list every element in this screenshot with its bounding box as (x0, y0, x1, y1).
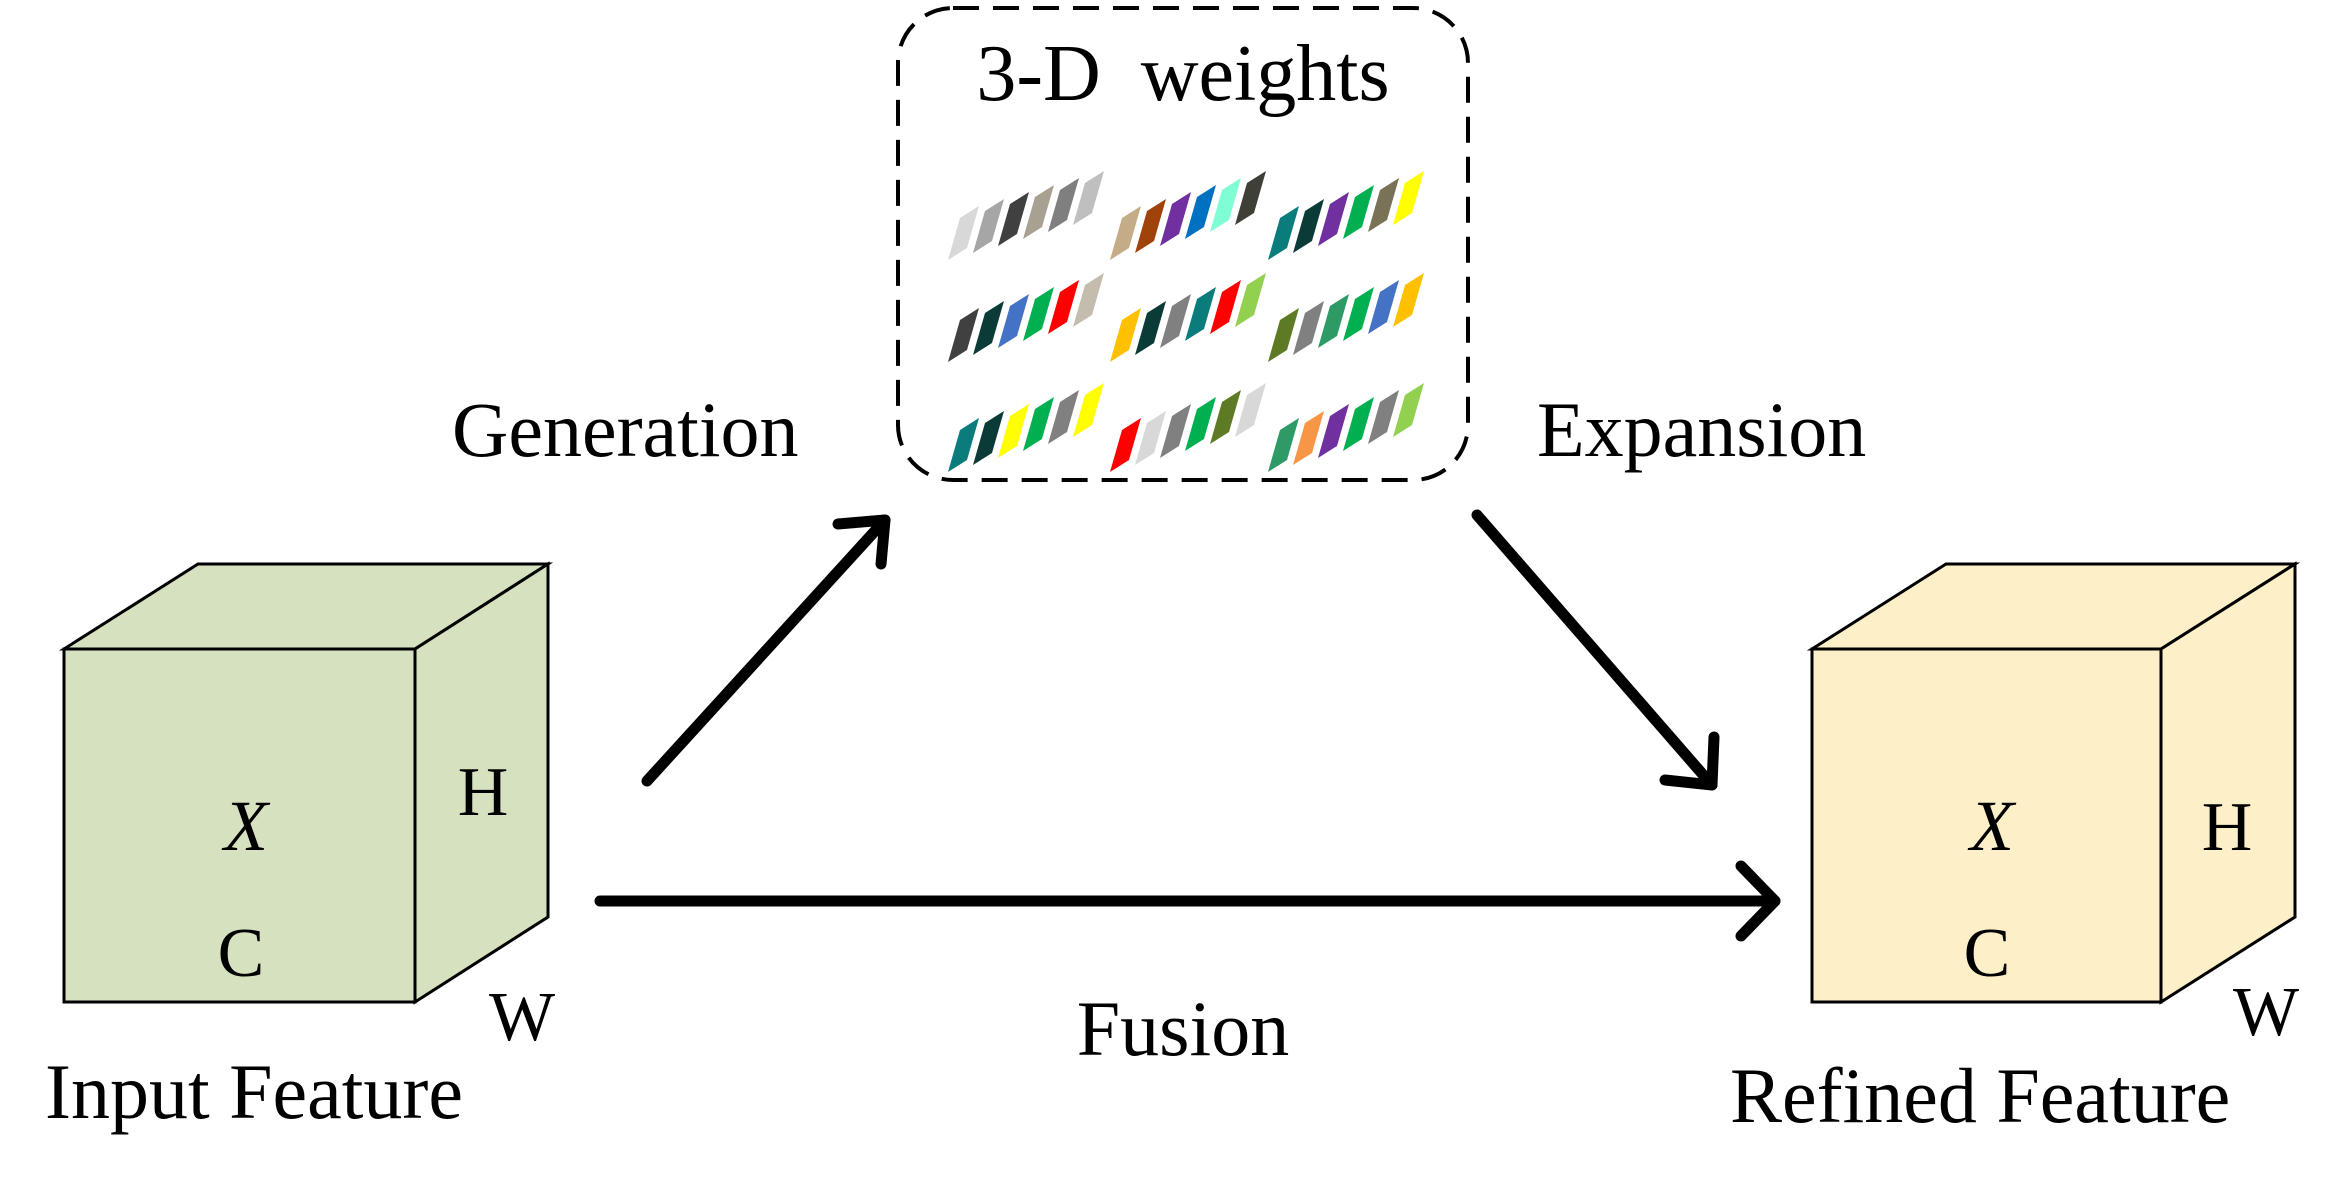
expansion-arrow (1471, 509, 1720, 791)
weight-tile (1293, 199, 1324, 253)
weight-tile (1185, 397, 1216, 451)
weight-tile (973, 411, 1004, 465)
weight-tile (1073, 171, 1104, 225)
refined-feature-label: Refined Feature (1730, 1052, 2230, 1139)
weight-tile (1110, 206, 1141, 260)
weight-tile (1368, 178, 1399, 232)
refined-variable-x: X (1967, 786, 2017, 866)
weight-tile (998, 294, 1029, 348)
weight-tile (948, 206, 979, 260)
weight-tile (998, 404, 1029, 458)
weight-tile (1235, 273, 1266, 327)
weight-tile (1368, 390, 1399, 444)
refined-cube-front (1810, 647, 2163, 1004)
weight-tile (1160, 192, 1191, 246)
weight-tile (1023, 397, 1054, 451)
weight-tile (1023, 185, 1054, 239)
weight-tile (1135, 411, 1166, 465)
weight-tile (973, 199, 1004, 253)
generation-arrow (641, 514, 891, 787)
fusion-arrow (594, 860, 1781, 942)
weight-tile (1343, 287, 1374, 341)
fusion-label: Fusion (1077, 985, 1289, 1072)
input-feature-cube: X H C W (58, 561, 555, 1056)
weight-tile (1023, 287, 1054, 341)
weights-grid (948, 171, 1424, 472)
weight-tile (1343, 185, 1374, 239)
weight-tile (1235, 171, 1266, 225)
weight-tile (1048, 390, 1079, 444)
weight-tile (1135, 199, 1166, 253)
refined-feature-cube: X H C W (1806, 561, 2301, 1051)
weight-tile (1393, 383, 1424, 437)
weight-tile (1235, 383, 1266, 437)
weight-tile (1268, 206, 1299, 260)
weight-tile (1110, 418, 1141, 472)
weight-tile (1185, 185, 1216, 239)
weight-tile (1293, 301, 1324, 355)
refined-dim-c: C (1964, 915, 2011, 992)
weight-tile (1268, 418, 1299, 472)
weight-tile (1185, 287, 1216, 341)
expansion-label: Expansion (1537, 386, 1866, 473)
input-variable-x: X (221, 786, 271, 866)
weight-tile (1393, 273, 1424, 327)
weight-tile (948, 418, 979, 472)
weight-tile (1268, 308, 1299, 362)
input-dim-w: W (489, 979, 555, 1056)
weight-tile (948, 308, 979, 362)
weight-tile (1073, 383, 1104, 437)
weight-tile (1160, 294, 1191, 348)
weight-tile (1073, 273, 1104, 327)
weights-title: 3-D weights (976, 30, 1389, 118)
weight-tile (1318, 192, 1349, 246)
weight-tile (1318, 404, 1349, 458)
input-feature-label: Input Feature (45, 1048, 463, 1135)
refined-dim-w: W (2233, 974, 2299, 1051)
weight-tile (1210, 178, 1241, 232)
weight-tile (1048, 178, 1079, 232)
weight-tile (973, 301, 1004, 355)
weight-tile (1293, 411, 1324, 465)
refined-dim-h: H (2202, 789, 2253, 866)
weight-tile (1210, 390, 1241, 444)
weight-tile (998, 192, 1029, 246)
generation-label: Generation (452, 386, 799, 473)
weight-tile (1135, 301, 1166, 355)
weight-tile (1160, 404, 1191, 458)
input-dim-c: C (218, 915, 265, 992)
input-cube-front (62, 647, 417, 1004)
weight-tile (1048, 280, 1079, 334)
weight-tile (1393, 171, 1424, 225)
weight-tile (1110, 308, 1141, 362)
weight-tile (1343, 397, 1374, 451)
weight-tile (1210, 280, 1241, 334)
input-dim-h: H (458, 754, 509, 831)
weights-box (896, 6, 1470, 482)
weight-tile (1318, 294, 1349, 348)
weight-tile (1368, 280, 1399, 334)
